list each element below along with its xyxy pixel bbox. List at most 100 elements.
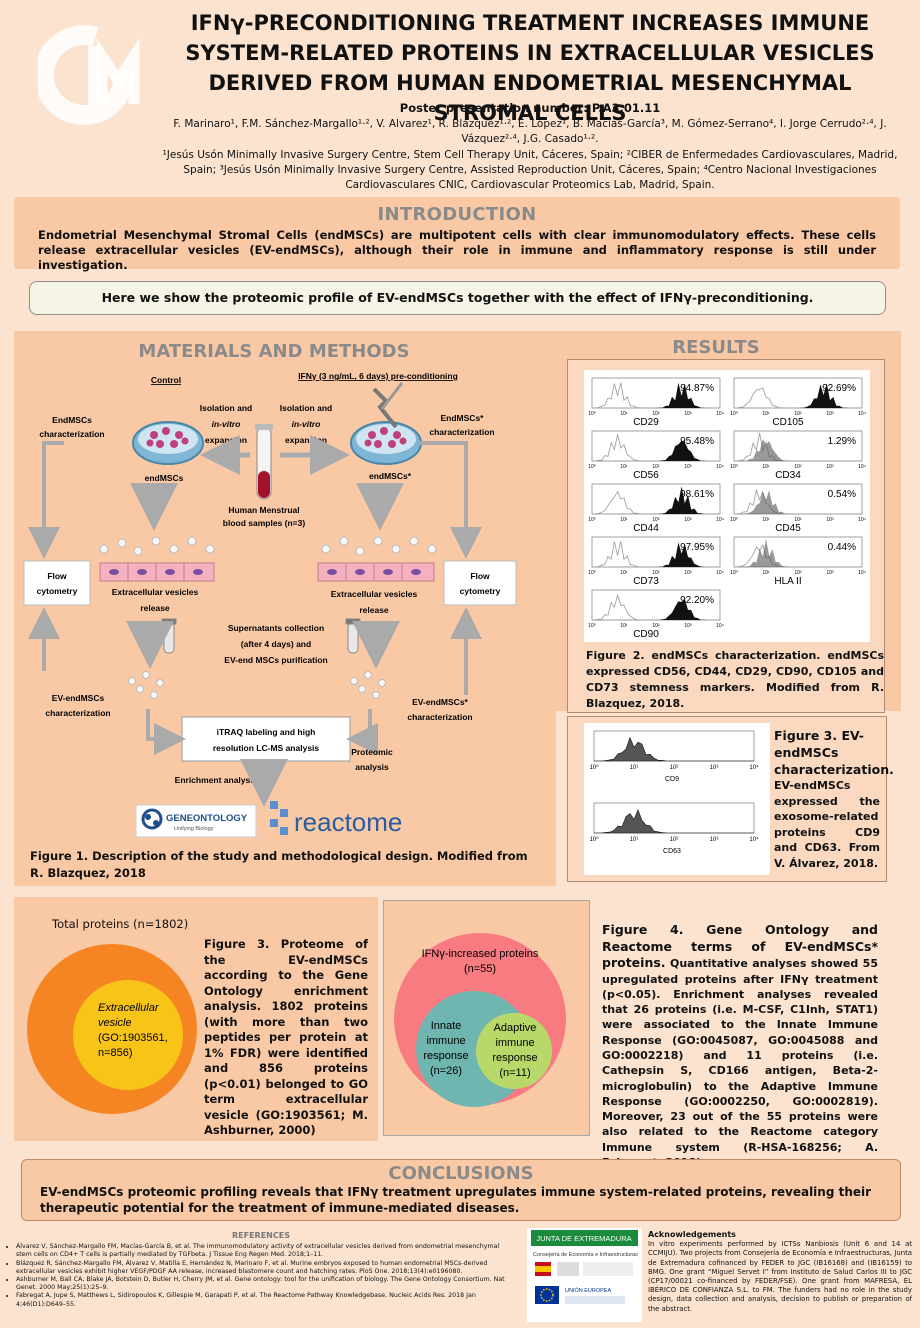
isolation-right-3: expansion xyxy=(285,435,327,445)
itraq-box xyxy=(181,716,351,762)
flow-box-left xyxy=(23,560,91,606)
axis-tick: 10² xyxy=(652,411,660,417)
axis-tick: 10⁰ xyxy=(730,411,738,417)
axis-tick: 10⁴ xyxy=(749,836,759,843)
axis-tick: 10² xyxy=(794,464,802,470)
marker-name: CD73 xyxy=(633,576,659,587)
figure4-venn-box: IFNγ-increased proteins (n=55) Innate im… xyxy=(383,900,590,1136)
axis-tick: 10¹ xyxy=(762,570,770,576)
axis-tick: 10¹ xyxy=(620,570,628,576)
conclusions-heading: CONCLUSIONS xyxy=(388,1163,534,1184)
tubes-left xyxy=(161,618,177,654)
authors: F. Marinaro¹, F.M. Sánchez-Margallo¹·², … xyxy=(173,118,887,145)
tubes-right xyxy=(345,618,361,654)
marker-pct: 97.95% xyxy=(680,542,714,553)
blood-label-2: blood samples (n=3) xyxy=(223,518,306,528)
axis-tick: 10³ xyxy=(826,570,834,576)
ev-char-right-1: EV-endMSCs* xyxy=(412,697,468,707)
funding-logos: JUNTA DE EXTREMADURA Consejería de Econo… xyxy=(527,1228,642,1322)
acknowledgements-heading: Acknowledgements xyxy=(648,1230,736,1239)
axis-tick: 10⁰ xyxy=(588,570,596,576)
ev-release-left-2: release xyxy=(140,603,170,613)
itraq-2: resolution LC-MS analysis xyxy=(213,743,320,753)
marker-name: CD45 xyxy=(775,523,801,534)
endmscs-label: endMSCs xyxy=(145,473,184,483)
axis-tick: 10⁴ xyxy=(716,570,724,576)
proteomic-2: analysis xyxy=(355,762,389,772)
ev-label-3: (GO:1903561, xyxy=(98,1032,168,1044)
axis-tick: 10³ xyxy=(684,570,692,576)
axis-tick: 10⁴ xyxy=(858,411,866,417)
marker-pct: 1.29% xyxy=(828,436,856,447)
marker-name: HLA II xyxy=(774,576,801,587)
conclusions-text: EV-endMSCs proteomic profiling reveals t… xyxy=(40,1185,872,1215)
marker-name: CD29 xyxy=(633,417,659,428)
figure4-title: Figure 4. Gene Ontology and Reactome ter… xyxy=(602,922,878,970)
ev-label-2: vesicle xyxy=(98,1017,132,1029)
axis-tick: 10³ xyxy=(684,411,692,417)
methods-panel: MATERIALS AND METHODS Control IFNγ (3 ng… xyxy=(14,331,556,886)
marker-name: CD105 xyxy=(772,417,804,428)
axis-tick: 10⁰ xyxy=(589,764,599,771)
endmsc-char-1: EndMSCs xyxy=(52,415,92,425)
axis-tick: 10² xyxy=(670,837,679,843)
endmsc-star-char-1: EndMSCs* xyxy=(441,413,485,423)
marker-name: CD90 xyxy=(633,629,659,640)
ev-char-left-2: characterization xyxy=(45,708,110,718)
flow-right-1: Flow xyxy=(470,571,490,581)
enrichment-label: Enrichment analysis xyxy=(175,775,258,785)
ifn-increased-2: (n=55) xyxy=(464,963,496,975)
svg-text:Supernatants collection(after: Supernatants collection(after 4 days) an… xyxy=(224,623,327,665)
flow-box-right xyxy=(443,560,517,606)
introduction-text: Endometrial Mesenchymal Stromal Cells (e… xyxy=(38,228,876,272)
figure3-caption: Figure 3. EV-endMSCs characterization. E… xyxy=(774,727,894,871)
figure4-body: Quantitative analyses showed 55 upregula… xyxy=(602,957,878,1169)
axis-tick: 10³ xyxy=(710,765,719,771)
axis-tick: 10⁰ xyxy=(730,464,738,470)
ev-char-left-1: EV-endMSCs xyxy=(52,693,105,703)
marker-name: CD56 xyxy=(633,470,659,481)
ifn-label: IFNγ (3 ng/mL, 6 days) pre-conditioning xyxy=(298,371,458,381)
poster-title: IFNγ-PRECONDITIONING TREATMENT INCREASES… xyxy=(185,11,875,125)
axis-tick: 10³ xyxy=(684,464,692,470)
marker-pct: 92.69% xyxy=(822,383,856,394)
flow-left-2: cytometry xyxy=(37,586,78,596)
ev-marker-name: CD9 xyxy=(665,776,679,783)
immune-venn: IFNγ-increased proteins (n=55) Innate im… xyxy=(394,933,566,1107)
axis-tick: 10⁴ xyxy=(858,517,866,523)
axis-tick: 10¹ xyxy=(762,464,770,470)
ev-label-4: n=856) xyxy=(98,1047,133,1059)
isolation-left-1: Isolation and xyxy=(200,403,252,413)
axis-tick: 10³ xyxy=(710,837,719,843)
innate-2: immune xyxy=(426,1035,465,1047)
axis-tick: 10³ xyxy=(826,517,834,523)
svg-text:EndMSCs*characterization: EndMSCs* characterization xyxy=(429,413,494,437)
axis-tick: 10² xyxy=(670,765,679,771)
highlight-box: Here we show the proteomic profile of EV… xyxy=(29,281,886,315)
conclusions-panel: CONCLUSIONS EV-endMSCs proteomic profili… xyxy=(21,1159,901,1221)
axis-tick: 10⁴ xyxy=(858,570,866,576)
introduction-panel: INTRODUCTION Endometrial Mesenchymal Str… xyxy=(14,197,900,272)
poster-number: Poster presentation number: P.A3.01.11 xyxy=(399,101,661,115)
axis-tick: 10⁴ xyxy=(716,517,724,523)
adaptive-4: (n=11) xyxy=(499,1067,530,1079)
endmsc-char-2: characterization xyxy=(39,429,104,439)
petri-dish-ifn xyxy=(350,382,422,465)
reactome-text: reactome xyxy=(294,807,402,837)
axis-tick: 10² xyxy=(652,570,660,576)
endmsc-star-char-2: characterization xyxy=(429,427,494,437)
isolation-left-2: in-vitro xyxy=(212,419,241,429)
axis-tick: 10⁰ xyxy=(588,623,596,629)
figure2-caption: Figure 2. endMSCs characterization. endM… xyxy=(586,649,884,710)
